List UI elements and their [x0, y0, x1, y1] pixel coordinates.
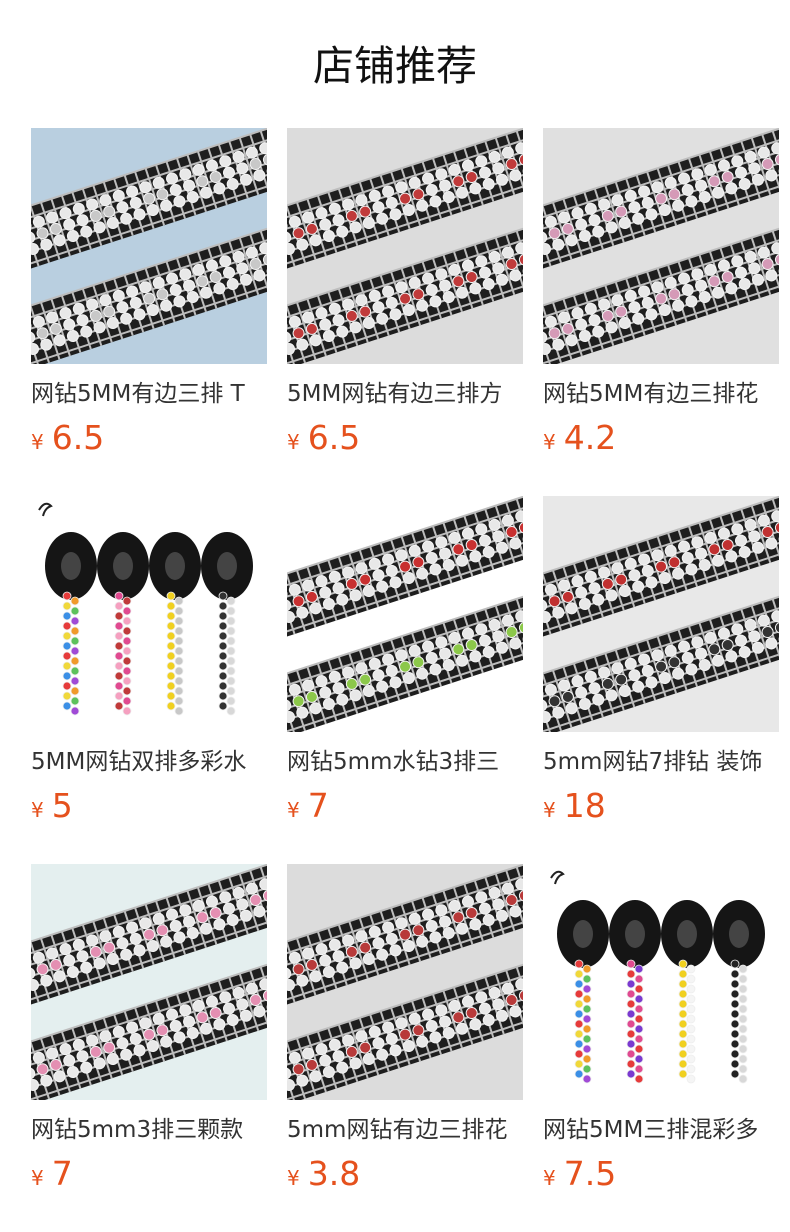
product-price: ¥5: [31, 785, 73, 827]
product-image[interactable]: [287, 128, 523, 364]
product-photo: [543, 128, 779, 364]
price-amount: 7: [51, 1154, 73, 1193]
currency-yen-icon: ¥: [31, 798, 44, 822]
product-card[interactable]: 5MM网钻有边三排方 ¥6.5: [287, 128, 523, 468]
currency-yen-icon: ¥: [31, 430, 44, 454]
product-name[interactable]: 网钻5mm水钻3排三: [287, 749, 500, 775]
product-name[interactable]: 5MM网钻有边三排方: [287, 381, 503, 407]
price-amount: 7: [307, 786, 329, 825]
product-image[interactable]: [543, 496, 779, 732]
product-price: ¥6.5: [287, 417, 360, 459]
product-photo: [287, 496, 523, 732]
product-image[interactable]: [543, 128, 779, 364]
product-card[interactable]: 网钻5mm3排三颗款 ¥7: [31, 864, 267, 1204]
product-name[interactable]: 网钻5MM有边三排花: [543, 381, 759, 407]
product-photo: [543, 496, 779, 732]
product-name[interactable]: 5mm网钻有边三排花: [287, 1117, 508, 1143]
price-amount: 7.5: [563, 1154, 617, 1193]
currency-yen-icon: ¥: [287, 1166, 300, 1190]
product-photo: [31, 496, 267, 732]
product-card[interactable]: 5MM网钻双排多彩水 ¥5: [31, 496, 267, 836]
product-image[interactable]: [287, 496, 523, 732]
product-photo: [31, 864, 267, 1100]
price-amount: 6.5: [51, 418, 105, 457]
product-card[interactable]: 5mm网钻7排钻 装饰 ¥18: [543, 496, 779, 836]
currency-yen-icon: ¥: [543, 430, 556, 454]
product-image[interactable]: [31, 128, 267, 364]
product-image[interactable]: [287, 864, 523, 1100]
product-price: ¥7.5: [543, 1153, 616, 1195]
product-price: ¥6.5: [31, 417, 104, 459]
currency-yen-icon: ¥: [543, 798, 556, 822]
price-amount: 3.8: [307, 1154, 361, 1193]
currency-yen-icon: ¥: [543, 1166, 556, 1190]
page-title: 店铺推荐: [313, 42, 477, 90]
product-photo: [287, 864, 523, 1100]
product-card[interactable]: 网钻5MM有边三排花 ¥4.2: [543, 128, 779, 468]
price-amount: 18: [563, 786, 606, 825]
price-amount: 6.5: [307, 418, 361, 457]
product-photo: [543, 864, 779, 1100]
product-photo: [31, 128, 267, 364]
price-amount: 5: [51, 786, 73, 825]
product-card[interactable]: 网钻5MM三排混彩多 ¥7.5: [543, 864, 779, 1204]
product-price: ¥3.8: [287, 1153, 360, 1195]
product-price: ¥7: [287, 785, 329, 827]
product-card[interactable]: 5mm网钻有边三排花 ¥3.8: [287, 864, 523, 1204]
product-image[interactable]: [543, 864, 779, 1100]
currency-yen-icon: ¥: [287, 430, 300, 454]
product-card[interactable]: 网钻5MM有边三排 T ¥6.5: [31, 128, 267, 468]
product-price: ¥18: [543, 785, 606, 827]
currency-yen-icon: ¥: [31, 1166, 44, 1190]
product-name[interactable]: 网钻5MM有边三排 T: [31, 381, 245, 407]
product-card[interactable]: 网钻5mm水钻3排三 ¥7: [287, 496, 523, 836]
product-price: ¥7: [31, 1153, 73, 1195]
product-name[interactable]: 网钻5MM三排混彩多: [543, 1117, 759, 1143]
price-amount: 4.2: [563, 418, 617, 457]
product-name[interactable]: 5mm网钻7排钻 装饰: [543, 749, 763, 775]
product-image[interactable]: [31, 864, 267, 1100]
product-photo: [287, 128, 523, 364]
product-image[interactable]: [31, 496, 267, 732]
currency-yen-icon: ¥: [287, 798, 300, 822]
product-name[interactable]: 5MM网钻双排多彩水: [31, 749, 247, 775]
product-name[interactable]: 网钻5mm3排三颗款: [31, 1117, 244, 1143]
product-price: ¥4.2: [543, 417, 616, 459]
